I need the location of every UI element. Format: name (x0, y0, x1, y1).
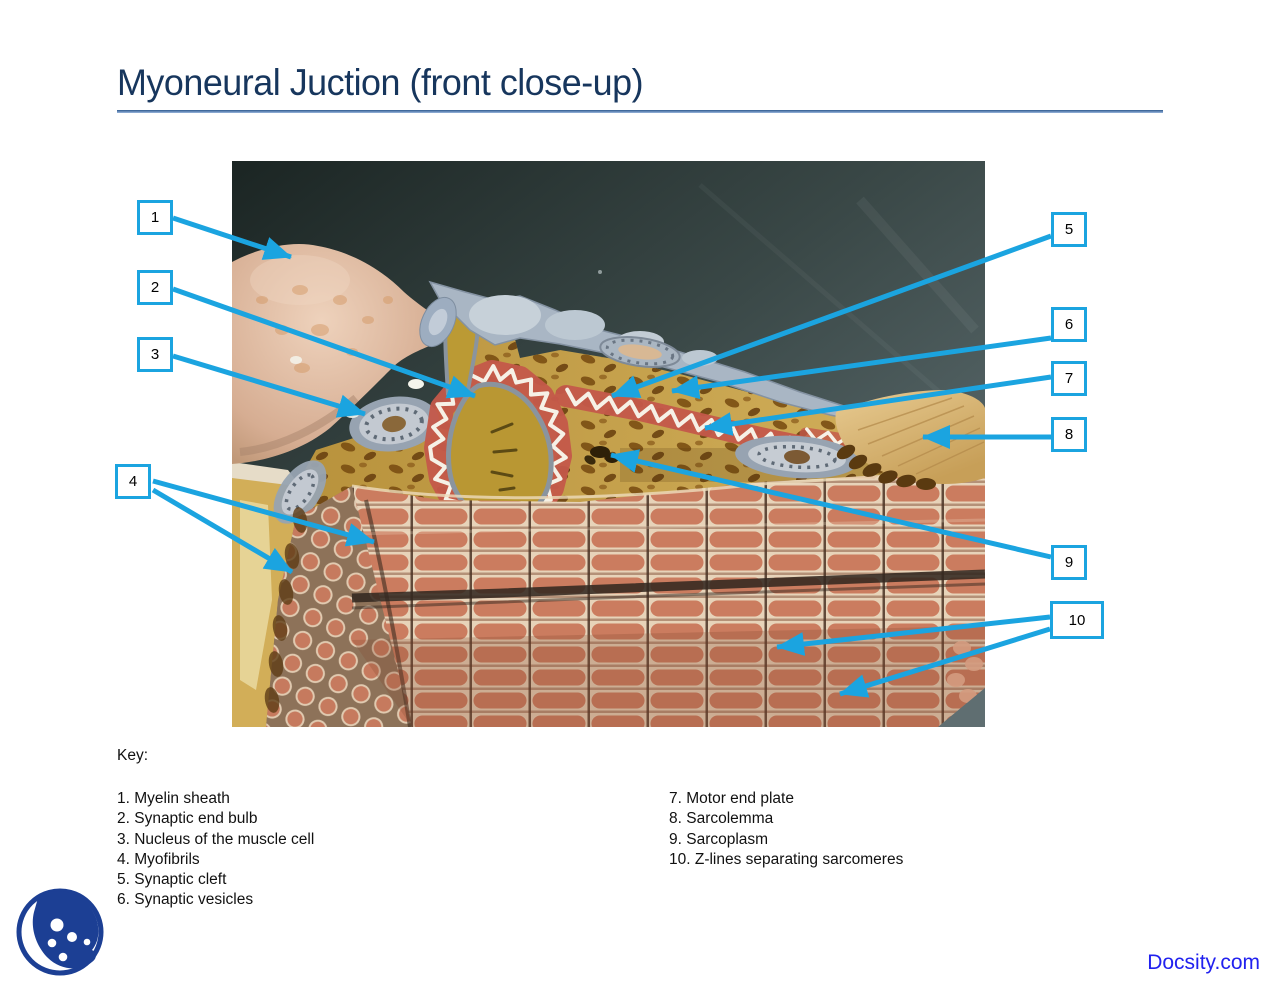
key-item: 6. Synaptic vesicles (117, 891, 254, 909)
callout-box-9: 9 (1051, 545, 1087, 580)
key-list-left: 1. Myelin sheath 2. Synaptic end bulb 3.… (117, 789, 314, 911)
muscle-nucleus-left (349, 396, 439, 452)
logo-palette-shape (32, 890, 99, 969)
callout-box-5: 5 (1051, 212, 1087, 247)
synaptic-vesicle-marks (490, 422, 518, 492)
callout-box-3: 3 (137, 337, 173, 372)
key-heading: Key: (117, 747, 149, 764)
key-list-right: 7. Motor end plate 8. Sarcolemma 9. Sarc… (669, 789, 903, 870)
callout-box-2: 2 (137, 270, 173, 305)
logo-holes (47, 918, 91, 962)
callout-box-8: 8 (1051, 417, 1087, 452)
key-item: 1. Myelin sheath (117, 790, 230, 807)
background-speck (598, 270, 602, 274)
callout-box-10: 10 (1050, 601, 1104, 639)
model-illustration (232, 161, 985, 727)
key-item: 8. Sarcolemma (669, 810, 774, 828)
logo-circle (16, 888, 104, 976)
docsity-logo[interactable] (14, 886, 108, 982)
key-item: 5. Synaptic cleft (117, 871, 227, 889)
callout-box-4: 4 (115, 464, 151, 499)
callout-box-6: 6 (1051, 307, 1087, 342)
key-item: 3. Nucleus of the muscle cell (117, 830, 315, 848)
key-item: 10. Z-lines separating sarcomeres (669, 850, 904, 868)
callout-box-7: 7 (1051, 361, 1087, 396)
key-item: 2. Synaptic end bulb (117, 810, 258, 828)
key-item: 4. Myofibrils (117, 850, 200, 868)
page-title: Myoneural Juction (front close-up) (117, 62, 644, 103)
docsity-link[interactable]: Docsity.com (1147, 951, 1260, 974)
key-item: 9. Sarcoplasm (669, 830, 769, 848)
muscle-block (264, 468, 985, 727)
title-underline (117, 110, 1163, 113)
callout-box-1: 1 (137, 200, 173, 235)
key-item: 7. Motor end plate (669, 790, 794, 807)
muscle-crack (351, 569, 985, 603)
myoneural-junction-photo (232, 161, 985, 727)
